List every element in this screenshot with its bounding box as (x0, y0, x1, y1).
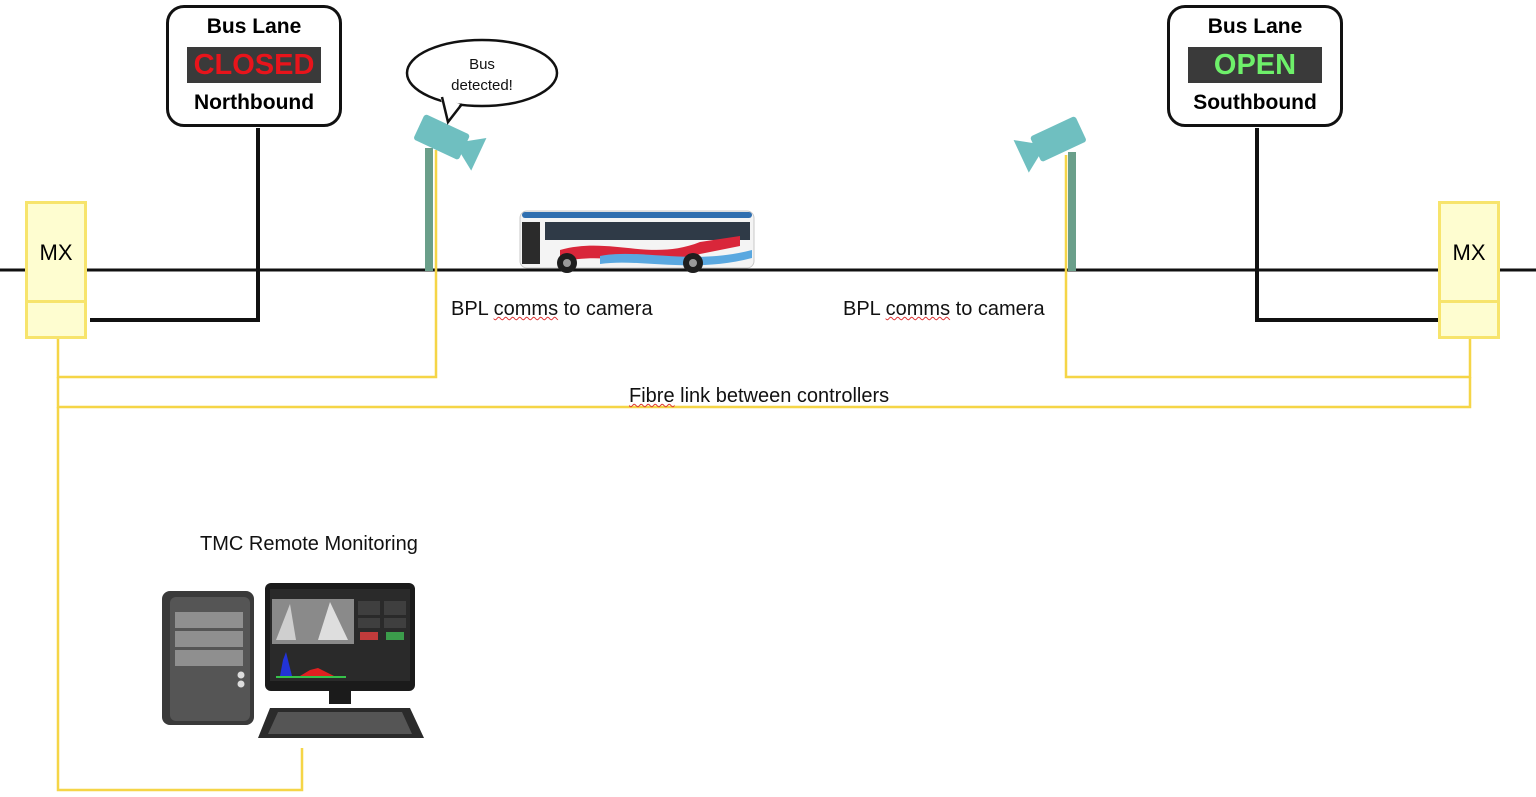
bpl-left-underlined: comms (493, 298, 559, 320)
bpl-label-right: BPL comms to camera (843, 298, 1045, 321)
computer-tower-icon (162, 591, 254, 725)
bpl-left-suffix: to camera (558, 298, 653, 320)
sign-status-open: OPEN (1188, 47, 1322, 83)
north-sign-cable (90, 128, 260, 322)
speech-bubble (405, 38, 559, 125)
left-camera-icon (414, 114, 487, 171)
bpl-left-prefix: BPL (451, 298, 494, 320)
controller-left: MX (25, 201, 87, 339)
fibre-underlined: Fibre (629, 385, 675, 407)
tmc-label: TMC Remote Monitoring (200, 533, 418, 555)
monitor-icon (258, 583, 424, 738)
controller-right-divider (1441, 300, 1497, 303)
left-camera-pole (425, 148, 433, 271)
bus-icon (519, 210, 755, 273)
right-camera-pole (1068, 152, 1076, 271)
speech-bubble-line1: Bus (469, 56, 495, 73)
fibre-link-between-controllers (56, 377, 1472, 409)
speech-bubble-text: Bus detected! (432, 54, 532, 96)
controller-right: MX (1438, 201, 1500, 339)
south-sign-cable (1255, 128, 1440, 322)
fibre-link-label: Fibre link between controllers (629, 385, 889, 408)
fibre-suffix: link between controllers (674, 385, 890, 407)
speech-bubble-line2: detected! (451, 77, 513, 94)
sign-title: Bus Lane (1207, 15, 1303, 38)
sign-title: Bus Lane (206, 15, 302, 38)
controller-right-label: MX (1452, 240, 1486, 265)
bpl-right-prefix: BPL (843, 298, 886, 320)
bpl-label-left: BPL comms to camera (451, 298, 653, 321)
right-camera-icon (1013, 116, 1086, 173)
controller-left-divider (28, 300, 84, 303)
bus-lane-sign-northbound: Bus Lane CLOSED Northbound (166, 5, 342, 127)
left-camera-bpl-link (56, 150, 438, 379)
right-camera-bpl-link (1064, 155, 1472, 379)
sign-direction: Northbound (193, 91, 315, 114)
bpl-right-underlined: comms (885, 298, 951, 320)
tmc-fibre-link (56, 407, 304, 792)
bus-lane-sign-southbound: Bus Lane OPEN Southbound (1167, 5, 1343, 127)
controller-left-label: MX (39, 240, 73, 265)
sign-direction: Southbound (1193, 91, 1317, 114)
bpl-right-suffix: to camera (950, 298, 1045, 320)
sign-status-closed: CLOSED (187, 47, 321, 83)
